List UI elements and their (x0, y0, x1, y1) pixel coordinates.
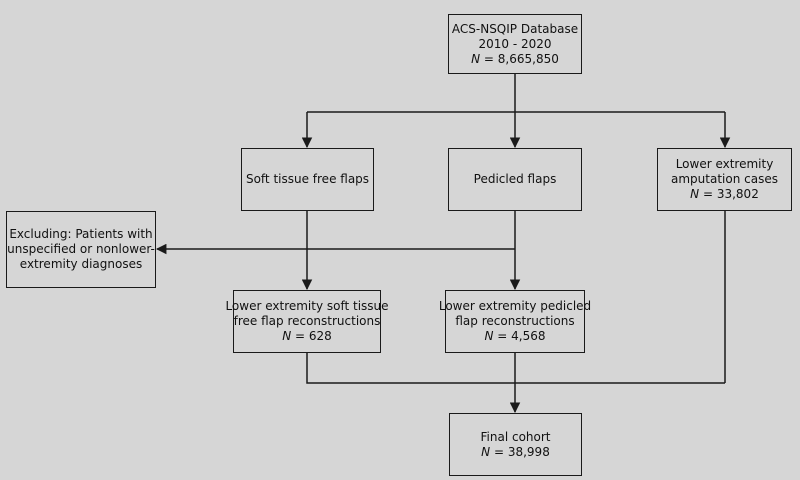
amputation-box: Lower extremity amputation cases N = 33,… (657, 148, 792, 211)
amputation-line1: Lower extremity (675, 157, 774, 171)
final-cohort-label: Final cohort (480, 429, 551, 444)
soft-tissue-recon-line2: free flap reconstructions (233, 314, 381, 328)
database-box: ACS-NSQIP Database 2010 - 2020 N = 8,665… (448, 14, 582, 74)
soft-tissue-recon-count: N = 628 (282, 329, 332, 343)
exclusion-line2: unspecified or nonlower- (7, 242, 155, 256)
soft-tissue-recon-box: Lower extremity soft tissue free flap re… (225, 290, 389, 353)
final-cohort-box: Final cohort N = 38,998 (449, 413, 582, 476)
pedicled-recon-count: N = 4,568 (484, 329, 546, 343)
pedicled-recon-box: Lower extremity pedicled flap reconstruc… (439, 290, 591, 353)
soft-tissue-recon-line1: Lower extremity soft tissue (225, 299, 389, 313)
exclusion-line3: extremity diagnoses (19, 257, 143, 271)
pedicled-box: Pedicled flaps (448, 148, 582, 211)
pedicled-recon-line2: flap reconstructions (455, 314, 575, 328)
database-title: ACS-NSQIP Database (451, 21, 579, 36)
pedicled-label: Pedicled flaps (473, 172, 557, 186)
database-years: 2010 - 2020 (478, 36, 552, 51)
connector-soft-tissue-merge (306, 353, 725, 384)
final-cohort-count: N = 38,998 (481, 444, 550, 459)
soft-tissue-label: Soft tissue free flaps (245, 172, 370, 186)
exclusion-line1: Excluding: Patients with (9, 227, 153, 241)
pedicled-recon-line1: Lower extremity pedicled (438, 299, 592, 313)
soft-tissue-box: Soft tissue free flaps (241, 148, 374, 211)
amputation-line2: amputation cases (671, 172, 778, 186)
amputation-count: N = 33,802 (690, 187, 759, 201)
exclusion-box: Excluding: Patients with unspecified or … (6, 211, 156, 288)
database-count: N = 8,665,850 (471, 51, 559, 66)
